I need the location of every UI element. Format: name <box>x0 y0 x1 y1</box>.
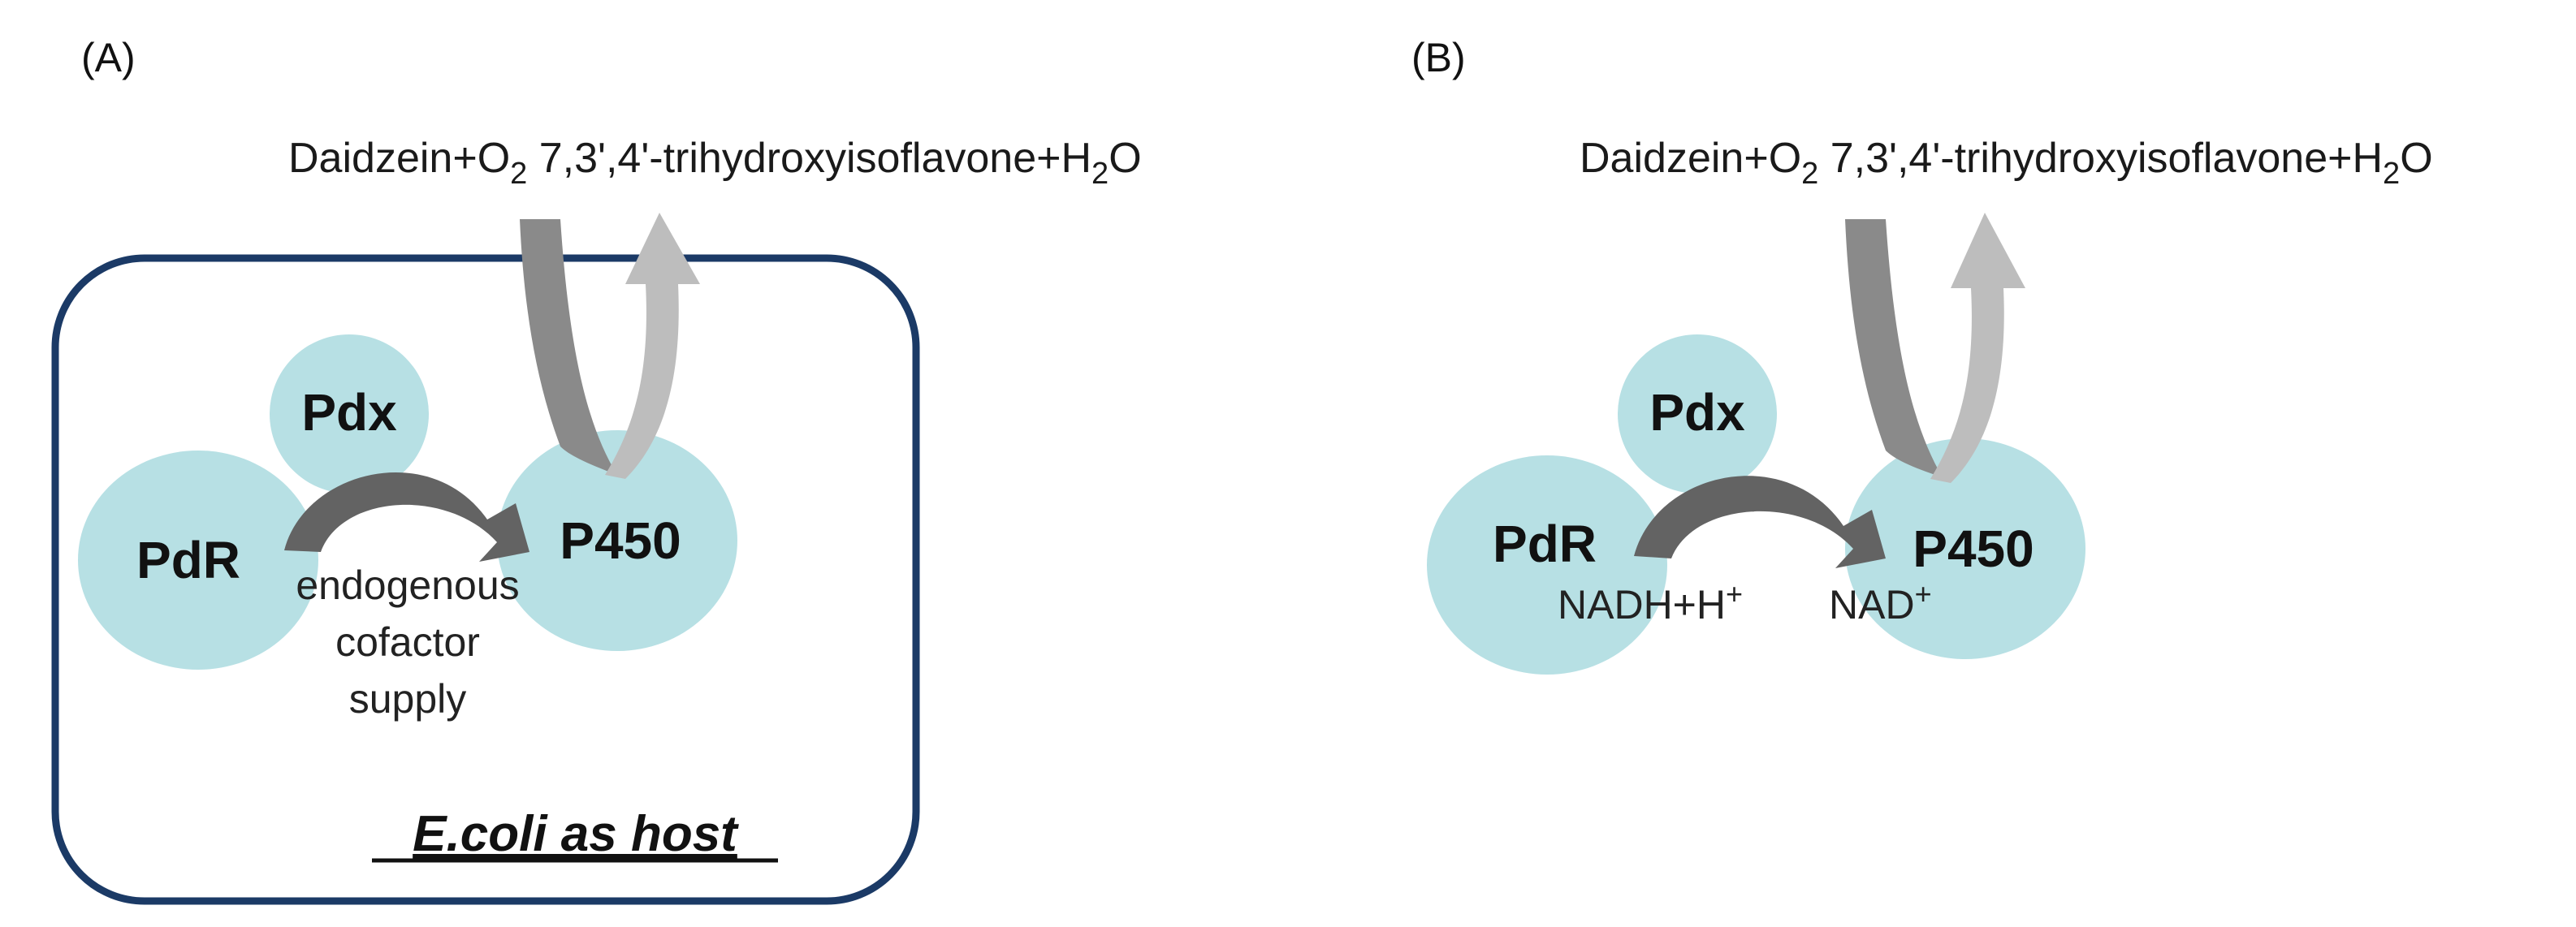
product-out-arrow-b <box>1930 213 2025 483</box>
panel-a-reaction: Daidzein+O2 7,3',4'-trihydroxyisoflavone… <box>288 135 1142 191</box>
cofactor-in-label: NADH+H+ <box>1558 577 1743 627</box>
substrate-in-arrow-b <box>1845 219 1943 477</box>
panel-a-product-end: O <box>1109 135 1141 182</box>
panel-a-substrate-sub: 2 <box>510 157 527 191</box>
panel-a: (A) Daidzein+O2 7,3',4'-trihydroxyisofla… <box>51 35 1142 905</box>
cofactor-out-label: NAD+ <box>1829 577 1932 627</box>
panel-b-label: (B) <box>1411 35 1466 80</box>
cofactor-line-1: endogenous <box>296 563 519 608</box>
host-cell-box <box>51 254 920 905</box>
panel-b: (B) Daidzein+O2 7,3',4'-trihydroxyisofla… <box>1411 35 2433 675</box>
electron-transfer-arrow-b <box>1634 476 1886 568</box>
panel-a-substrate: Daidzein+O <box>288 135 510 182</box>
panel-a-label: (A) <box>81 35 136 80</box>
cofactor-line-2: cofactor <box>335 619 480 665</box>
p450-node-b <box>1845 438 2085 659</box>
pdr-node-b <box>1427 455 1667 675</box>
substrate-in-arrow <box>520 219 617 475</box>
pdr-node <box>78 451 318 670</box>
pdx-label-b: Pdx <box>1649 383 1745 442</box>
panel-b-product: 7,3',4'-trihydroxyisoflavone+H <box>1830 135 2383 182</box>
panel-a-product: 7,3',4'-trihydroxyisoflavone+H <box>539 135 1091 182</box>
panel-b-substrate: Daidzein+O <box>1580 135 1801 182</box>
cofactor-line-3: supply <box>349 676 467 722</box>
pdr-label: PdR <box>136 531 240 589</box>
electron-transfer-arrow <box>284 472 529 562</box>
panel-a-product-sub: 2 <box>1091 157 1109 191</box>
pdx-node-b <box>1618 334 1777 494</box>
p450-label: P450 <box>560 511 681 570</box>
pdx-node <box>270 334 429 494</box>
panel-b-product-end: O <box>2400 135 2432 182</box>
panel-b-substrate-sub: 2 <box>1801 157 1818 191</box>
host-label: E.coli as host <box>413 806 739 862</box>
pdr-label-b: PdR <box>1493 515 1597 573</box>
p450-label-b: P450 <box>1913 520 2034 578</box>
panel-b-reaction: Daidzein+O2 7,3',4'-trihydroxyisoflavone… <box>1580 135 2433 191</box>
p450-node <box>497 430 737 651</box>
panel-b-product-sub: 2 <box>2383 157 2400 191</box>
pdx-label: Pdx <box>301 383 397 442</box>
product-out-arrow <box>605 213 700 479</box>
